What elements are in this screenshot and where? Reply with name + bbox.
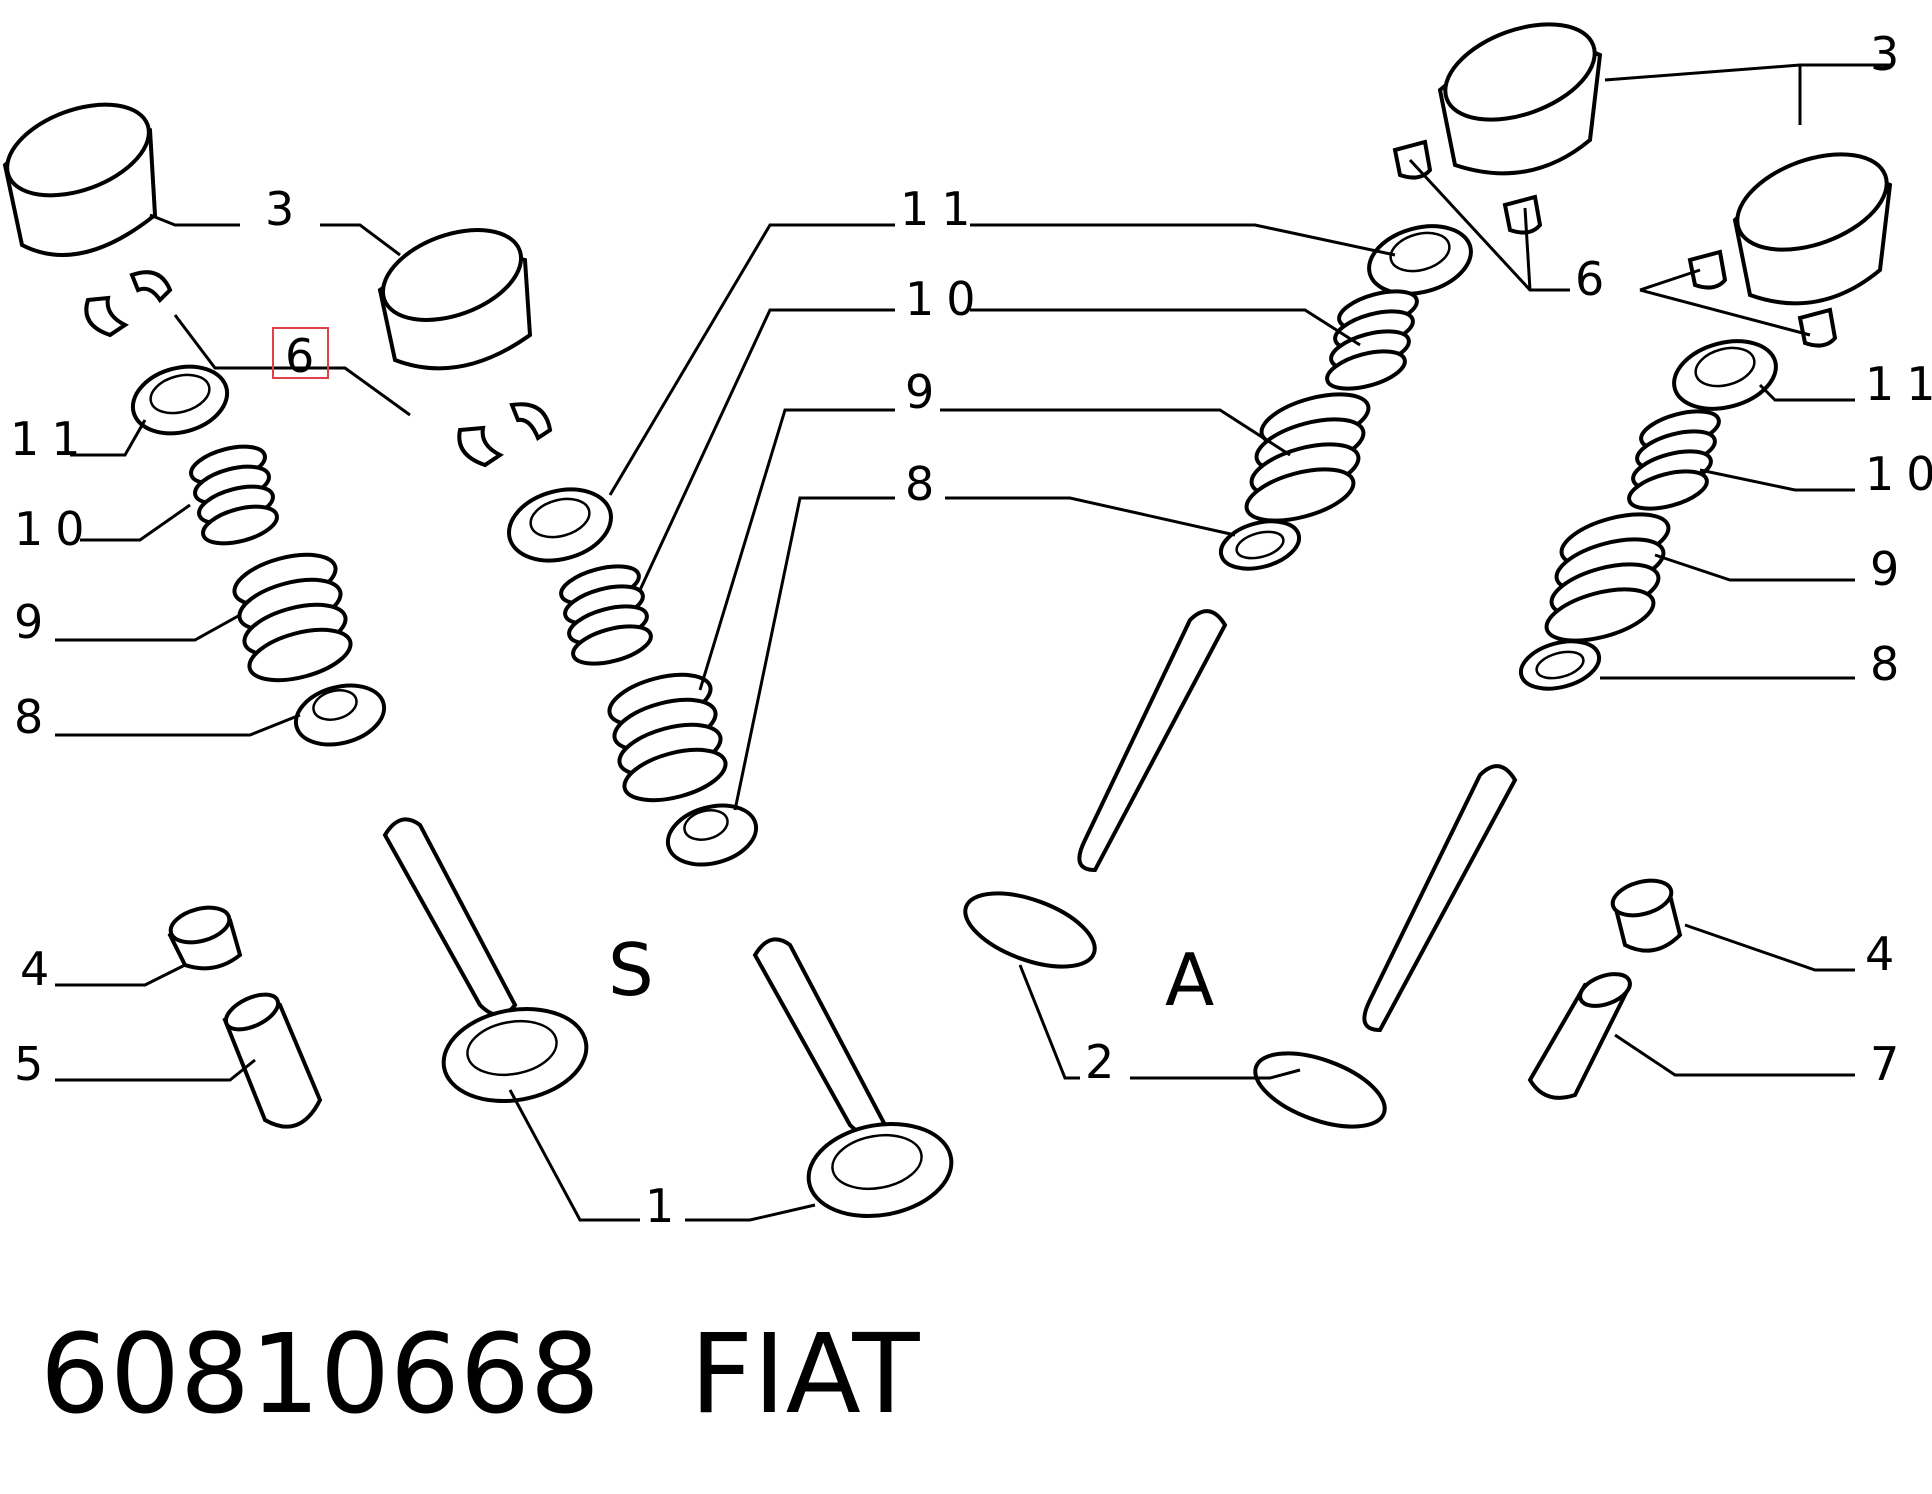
right-spring-cap-2 [1672,339,1778,411]
mid-outer-spring [607,672,728,803]
right-spring-seat-2 [1518,639,1602,691]
left-valve-seal [167,905,243,971]
right-spring-cap-1 [1367,224,1473,296]
callout-2: 2 [1085,1035,1126,1089]
callout-4-right: 4 [1865,927,1906,981]
callout-11-left: 11 [10,412,93,466]
mid-spring-seat [665,803,759,867]
left-collets [84,270,553,468]
right-inner-spring-2 [1627,409,1721,511]
leader-lines [55,63,1890,1222]
callout-8-right: 8 [1870,637,1911,691]
right-valve-guide [1527,972,1632,1100]
left-outer-spring [232,552,353,683]
left-spring-seat [293,683,387,747]
right-tappet-2 [1732,152,1893,306]
highlight-box [272,327,329,379]
section-labels: S A [608,928,1214,1022]
right-tappet-1 [1437,22,1603,176]
callout-10-left: 10 [14,502,97,556]
callout-3-right: 3 [1870,27,1911,81]
callout-3-left: 3 [265,182,306,236]
callout-6-right: 6 [1575,252,1616,306]
callout-8-left: 8 [14,690,55,744]
callout-labels: 3 6 11 10 9 8 4 5 11 10 9 8 1 2 3 6 11 1… [10,27,1932,1233]
right-collets [1392,139,1838,348]
callout-9-right: 9 [1870,542,1911,596]
callout-11-mid: 11 [900,182,983,236]
left-inner-spring [189,444,279,546]
mid-inner-spring [559,564,653,666]
left-spring-cap [130,364,230,436]
callout-6-left: 6 [285,329,326,383]
callout-9-mid: 9 [905,365,946,419]
left-tappet-1 [2,102,158,257]
callout-1: 1 [645,1179,686,1233]
right-outer-spring-1 [1244,392,1371,523]
exhaust-valve-1 [963,609,1228,969]
left-valve-guide [222,992,323,1129]
part-number: 60810668 [40,1310,600,1438]
callout-4-left: 4 [20,942,61,996]
callout-11-right: 11 [1865,357,1932,411]
left-tappet-2 [377,228,533,371]
callout-8-mid: 8 [905,457,946,511]
callout-5-left: 5 [14,1037,55,1091]
right-inner-spring-1 [1325,289,1419,391]
callout-10-right: 10 [1865,447,1932,501]
right-spring-seat-1 [1218,519,1302,571]
exhaust-valve-2 [1253,764,1518,1129]
mid-spring-cap [507,487,613,563]
right-outer-spring-2 [1544,512,1671,643]
callout-10-mid: 10 [905,272,988,326]
callout-7-right: 7 [1870,1037,1911,1091]
callout-9-left: 9 [14,595,55,649]
intake-valve-2 [752,937,954,1219]
section-label-a: A [1165,938,1214,1022]
brand-name: FIAT [689,1310,920,1438]
intake-valve-1 [382,817,589,1104]
section-label-s: S [608,928,654,1012]
footer: 60810668 FIAT [40,1310,920,1438]
right-valve-seal [1610,878,1683,953]
